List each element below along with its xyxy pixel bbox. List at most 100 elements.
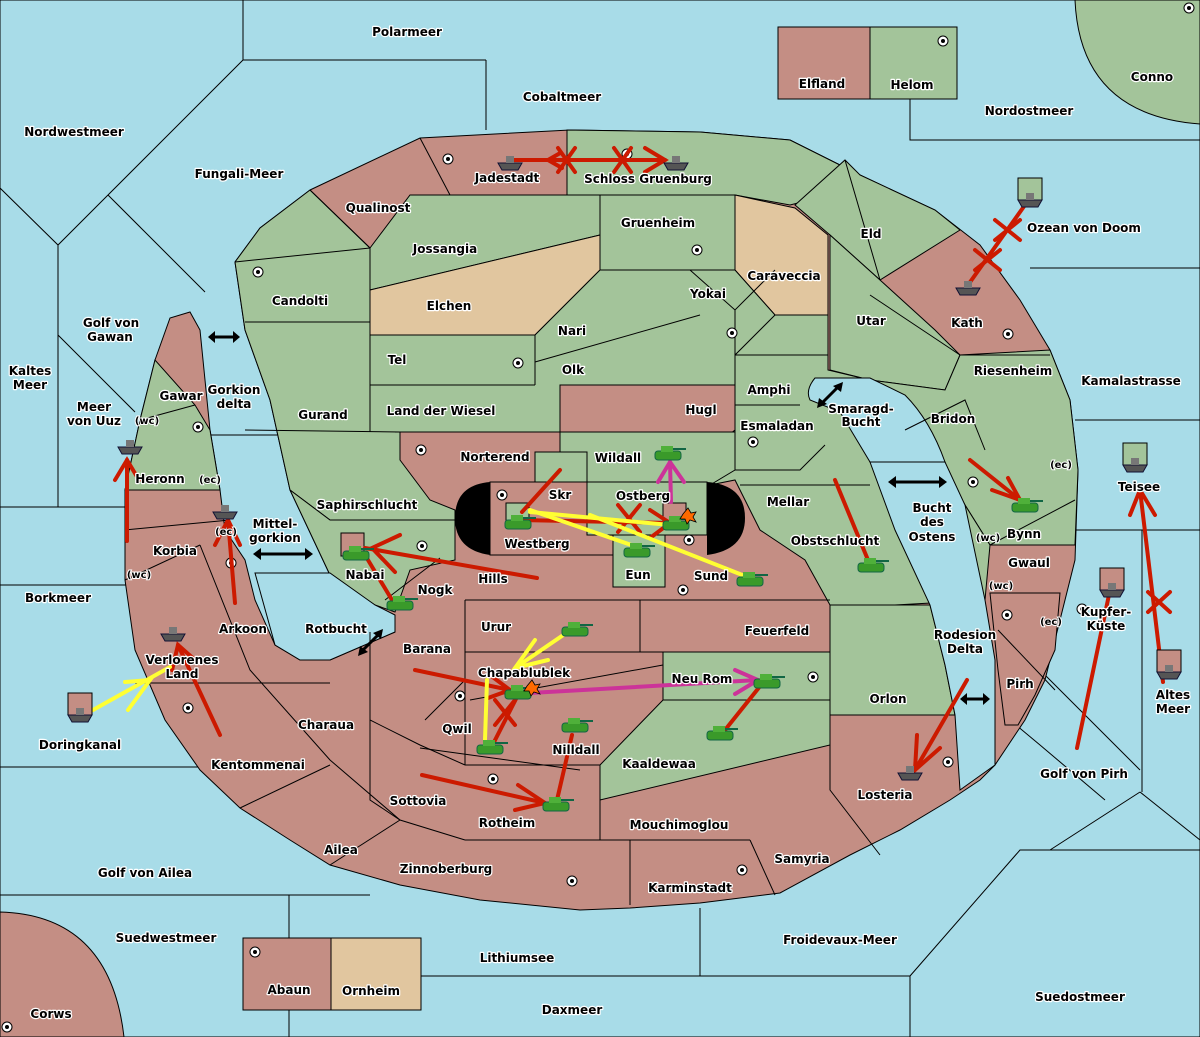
label-nordostmeer: Nordostmeer	[985, 104, 1074, 118]
order-support	[528, 508, 642, 550]
supply-center-icon	[496, 489, 508, 501]
label-mittel-2: gorkion	[249, 531, 301, 545]
order-failed-x	[1146, 590, 1172, 614]
order-move	[833, 478, 870, 562]
order-move	[555, 733, 574, 802]
label-abaun: Abaun	[267, 983, 310, 997]
label-conno: Conno	[1131, 70, 1173, 84]
order-failed-x	[556, 146, 577, 174]
label-eld: Eld	[861, 227, 882, 241]
label-pirh: Pirh	[1006, 677, 1033, 691]
label-urur: Urur	[481, 620, 511, 634]
label-westberg: Westberg	[504, 537, 569, 551]
label-olk: Olk	[562, 363, 585, 377]
label-bucht-1: Bucht	[912, 501, 951, 515]
label-nari: Nari	[558, 324, 586, 338]
supply-center-icon	[1183, 2, 1195, 14]
land-borders	[124, 130, 1076, 905]
territory-conno[interactable]	[1074, 0, 1200, 125]
label-caraveccia: Caraveccia	[747, 269, 820, 283]
label-sottovia: Sottovia	[390, 794, 447, 808]
order-move	[420, 773, 547, 805]
supply-center-icon	[566, 875, 578, 887]
supply-center-icon	[747, 436, 759, 448]
label-lithium: Lithiumsee	[480, 951, 555, 965]
label-ostberg: Ostberg	[616, 489, 670, 503]
label-yokai: Yokai	[689, 287, 726, 301]
territory-elfland[interactable]	[777, 26, 871, 100]
label-tel: Tel	[388, 353, 407, 367]
supply-center-icon	[1076, 603, 1088, 615]
label-elchen: Elchen	[427, 299, 472, 313]
sea-rotbucht[interactable]	[254, 572, 396, 661]
label-kath: Kath	[951, 316, 983, 330]
label-karmin: Karminstadt	[648, 881, 732, 895]
label-amphi: Amphi	[747, 383, 790, 397]
label-kaltes-1: Kaltes	[9, 364, 52, 378]
fleet-icon	[955, 281, 981, 296]
territory-corws[interactable]	[0, 911, 125, 1037]
label-mittel-1: Mittel-	[253, 517, 298, 531]
army-icon	[1011, 498, 1043, 513]
label-borkmeer: Borkmeer	[25, 591, 91, 605]
sea-bucht-des-ostens[interactable]	[869, 461, 996, 791]
labels: Polarmeer Cobaltmeer Nordwestmeer Fungal…	[8, 24, 1192, 1022]
double-arrow-icon	[888, 476, 947, 488]
label-coast-wc: (wc)	[989, 581, 1013, 592]
supply-center-icon	[454, 690, 466, 702]
order-support	[483, 678, 489, 742]
territory-ornheim[interactable]	[330, 937, 422, 1011]
supply-center-icon	[691, 244, 703, 256]
fleet-icon	[212, 505, 238, 520]
label-gorkion-2: delta	[217, 397, 252, 411]
explosion-icon	[523, 679, 541, 697]
label-golfgawan-1: Golf von	[83, 316, 139, 330]
label-arkoon: Arkoon	[219, 622, 267, 636]
label-rodesion-1: Rodesion	[934, 628, 996, 642]
label-suedwest: Suedwestmeer	[116, 931, 217, 945]
label-verl-1: Verlorenes	[146, 653, 219, 667]
double-arrow-icon	[817, 382, 843, 408]
label-suedost: Suedostmeer	[1035, 990, 1125, 1004]
order-convoy	[528, 678, 760, 695]
supply-center-icon	[726, 327, 738, 339]
army-icon	[542, 797, 574, 812]
label-golfgawan-2: Gawan	[87, 330, 133, 344]
label-bucht-2: des	[920, 515, 944, 529]
army-icon	[342, 546, 374, 561]
label-coast-ec: (ec)	[1050, 460, 1072, 471]
label-altes-1: Altes	[1156, 688, 1190, 702]
supply-center-icon	[807, 671, 819, 683]
label-bridon: Bridon	[931, 412, 976, 426]
supply-center-icon	[677, 584, 689, 596]
label-obst: Obstschlucht	[791, 534, 880, 548]
label-rodesion-2: Delta	[947, 642, 983, 656]
label-ailea: Ailea	[324, 843, 358, 857]
label-samyria: Samyria	[774, 852, 829, 866]
supply-center-icon	[967, 476, 979, 488]
label-chapa: Chapablublek	[478, 666, 571, 680]
label-gwaul: Gwaul	[1008, 556, 1050, 570]
label-helom: Helom	[890, 78, 933, 92]
label-heronn: Heronn	[135, 472, 184, 486]
label-kentommenai: Kentommenai	[211, 758, 305, 772]
label-gurand: Gurand	[298, 408, 348, 422]
label-nabai: Nabai	[346, 568, 385, 582]
label-verl-2: Land	[166, 667, 199, 681]
label-losteria: Losteria	[857, 788, 912, 802]
supply-center-icon	[416, 540, 428, 552]
label-ornheim: Ornheim	[342, 984, 400, 998]
territory-gruenheim[interactable]	[599, 194, 736, 271]
supply-center-icon	[736, 864, 748, 876]
order-move	[520, 468, 562, 514]
label-jadestadt: Jadestadt	[474, 171, 540, 185]
supply-center-icon	[1002, 328, 1014, 340]
territory-kaaldewaa[interactable]	[599, 699, 831, 801]
label-froidevaux: Froidevaux-Meer	[783, 933, 897, 947]
label-gorkion-1: Gorkion	[208, 383, 261, 397]
order-move	[176, 643, 222, 737]
label-ozean: Ozean von Doom	[1027, 221, 1141, 235]
label-hills: Hills	[478, 572, 508, 586]
label-mouchi: Mouchimoglou	[630, 818, 729, 832]
